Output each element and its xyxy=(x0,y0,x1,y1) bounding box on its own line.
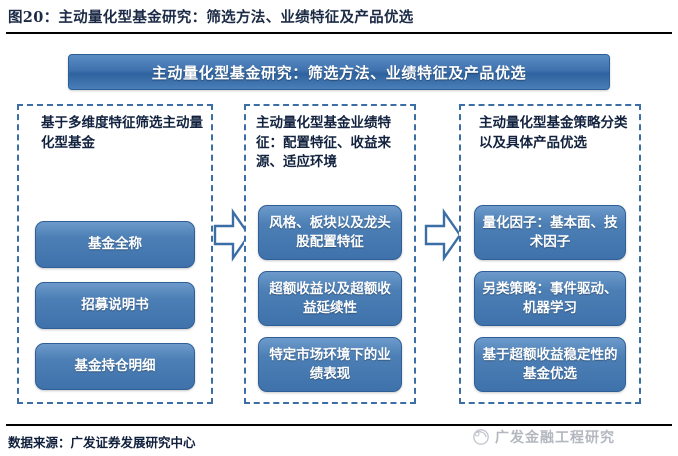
watermark: 广发金融工程研究 xyxy=(470,422,670,452)
bottom-divider xyxy=(6,424,672,426)
chip-alternative-strategies[interactable]: 另类策略：事件驱动、机器学习 xyxy=(474,271,626,326)
panel-heading: 主动量化型基金业绩特征：配置特征、收益来源、适应环境 xyxy=(256,115,391,171)
top-divider xyxy=(6,32,672,34)
panel-heading: 基于多维度特征筛选主动量化型基金 xyxy=(41,115,203,151)
watermark-text: 广发金融工程研究 xyxy=(495,430,615,446)
chip-quant-factors[interactable]: 量化因子：基本面、技术因子 xyxy=(474,205,626,260)
stage-panel-strategy-selection: 主动量化型基金策略分类以及具体产品优选 量化因子：基本面、技术因子 另类策略：事… xyxy=(459,104,641,404)
chip-excess-return-stability-selection[interactable]: 基于超额收益稳定性的基金优选 xyxy=(474,337,626,392)
arrow-right-icon xyxy=(424,208,462,262)
chip-market-regime-performance[interactable]: 特定市场环境下的业绩表现 xyxy=(258,337,402,392)
panel-heading: 主动量化型基金策略分类以及具体产品优选 xyxy=(479,115,628,151)
source-note: 数据来源：广发证券发展研究中心 xyxy=(8,435,196,450)
stage-panel-screening: 基于多维度特征筛选主动量化型基金 基金全称 招募说明书 基金持仓明细 xyxy=(17,104,213,404)
diagram-title-text: 主动量化型基金研究：筛选方法、业绩特征及产品优选 xyxy=(151,63,527,82)
chip-holdings-detail[interactable]: 基金持仓明细 xyxy=(35,343,195,390)
circle-swirl-logo-icon xyxy=(473,429,489,445)
panel-chip-list: 量化因子：基本面、技术因子 另类策略：事件驱动、机器学习 基于超额收益稳定性的基… xyxy=(461,205,639,392)
panel-chip-list: 风格、板块以及龙头股配置特征 超额收益以及超额收益延续性 特定市场环境下的业绩表… xyxy=(246,205,414,392)
chip-fund-full-name[interactable]: 基金全称 xyxy=(35,221,195,268)
panel-chip-list: 基金全称 招募说明书 基金持仓明细 xyxy=(19,221,211,390)
stage-panel-performance: 主动量化型基金业绩特征：配置特征、收益来源、适应环境 风格、板块以及龙头股配置特… xyxy=(244,104,416,404)
figure-caption: 图20：主动量化型基金研究：筛选方法、业绩特征及产品优选 xyxy=(8,9,414,26)
diagram-title-banner: 主动量化型基金研究：筛选方法、业绩特征及产品优选 xyxy=(68,54,610,90)
chip-prospectus[interactable]: 招募说明书 xyxy=(35,282,195,329)
chip-style-sector-leader-allocation[interactable]: 风格、板块以及龙头股配置特征 xyxy=(258,205,402,260)
arrow-right-icon xyxy=(213,208,251,262)
chip-excess-return-persistence[interactable]: 超额收益以及超额收益延续性 xyxy=(258,271,402,326)
